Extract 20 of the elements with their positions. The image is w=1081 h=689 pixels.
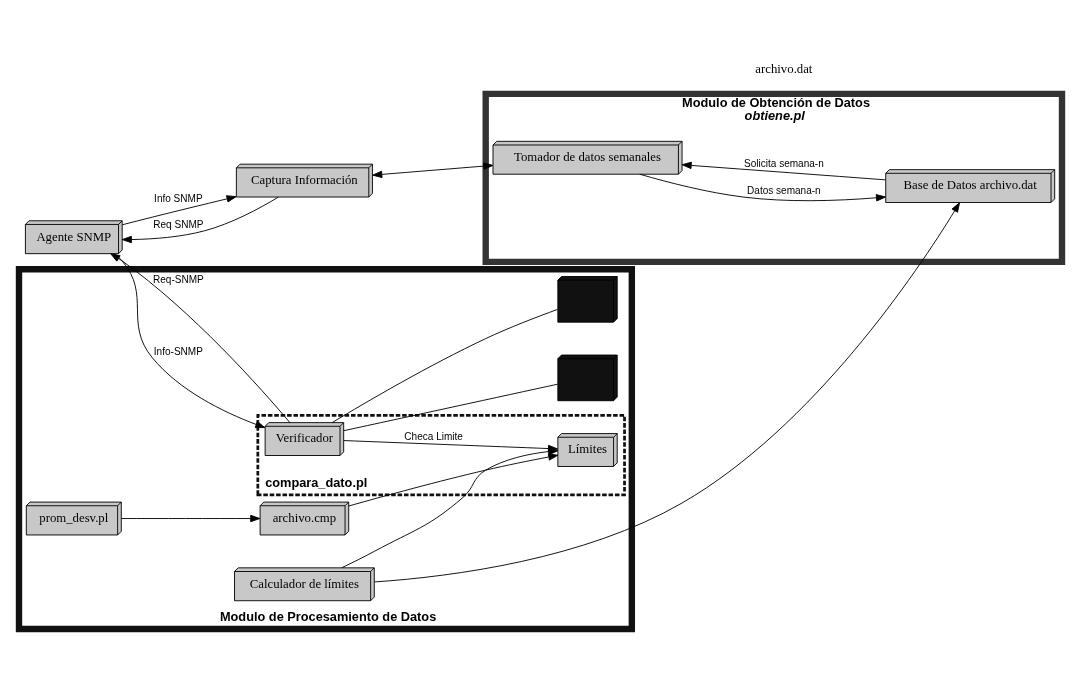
arrow [110,252,291,423]
edge-label: Req-SNMP [153,273,204,285]
edge-label: Info-SNMP [153,345,203,357]
edge-label: Datos semana-n [747,184,821,196]
label: archivo.dat [755,61,813,76]
edge-label: Checa Limite [404,430,463,442]
arrow [348,452,559,506]
arrow [121,196,279,243]
edge-label: Req SNMP [153,218,204,230]
arrow [121,514,261,522]
arrow [681,161,886,180]
arrow [374,201,960,582]
connector [343,383,558,431]
edge-label: Info SNMP [154,192,203,204]
arrow [372,161,494,178]
edge-label: Solicita semana-n [744,157,824,169]
arrow [121,194,237,225]
arrow [341,447,559,568]
arrow [639,173,887,201]
connector [331,308,558,423]
